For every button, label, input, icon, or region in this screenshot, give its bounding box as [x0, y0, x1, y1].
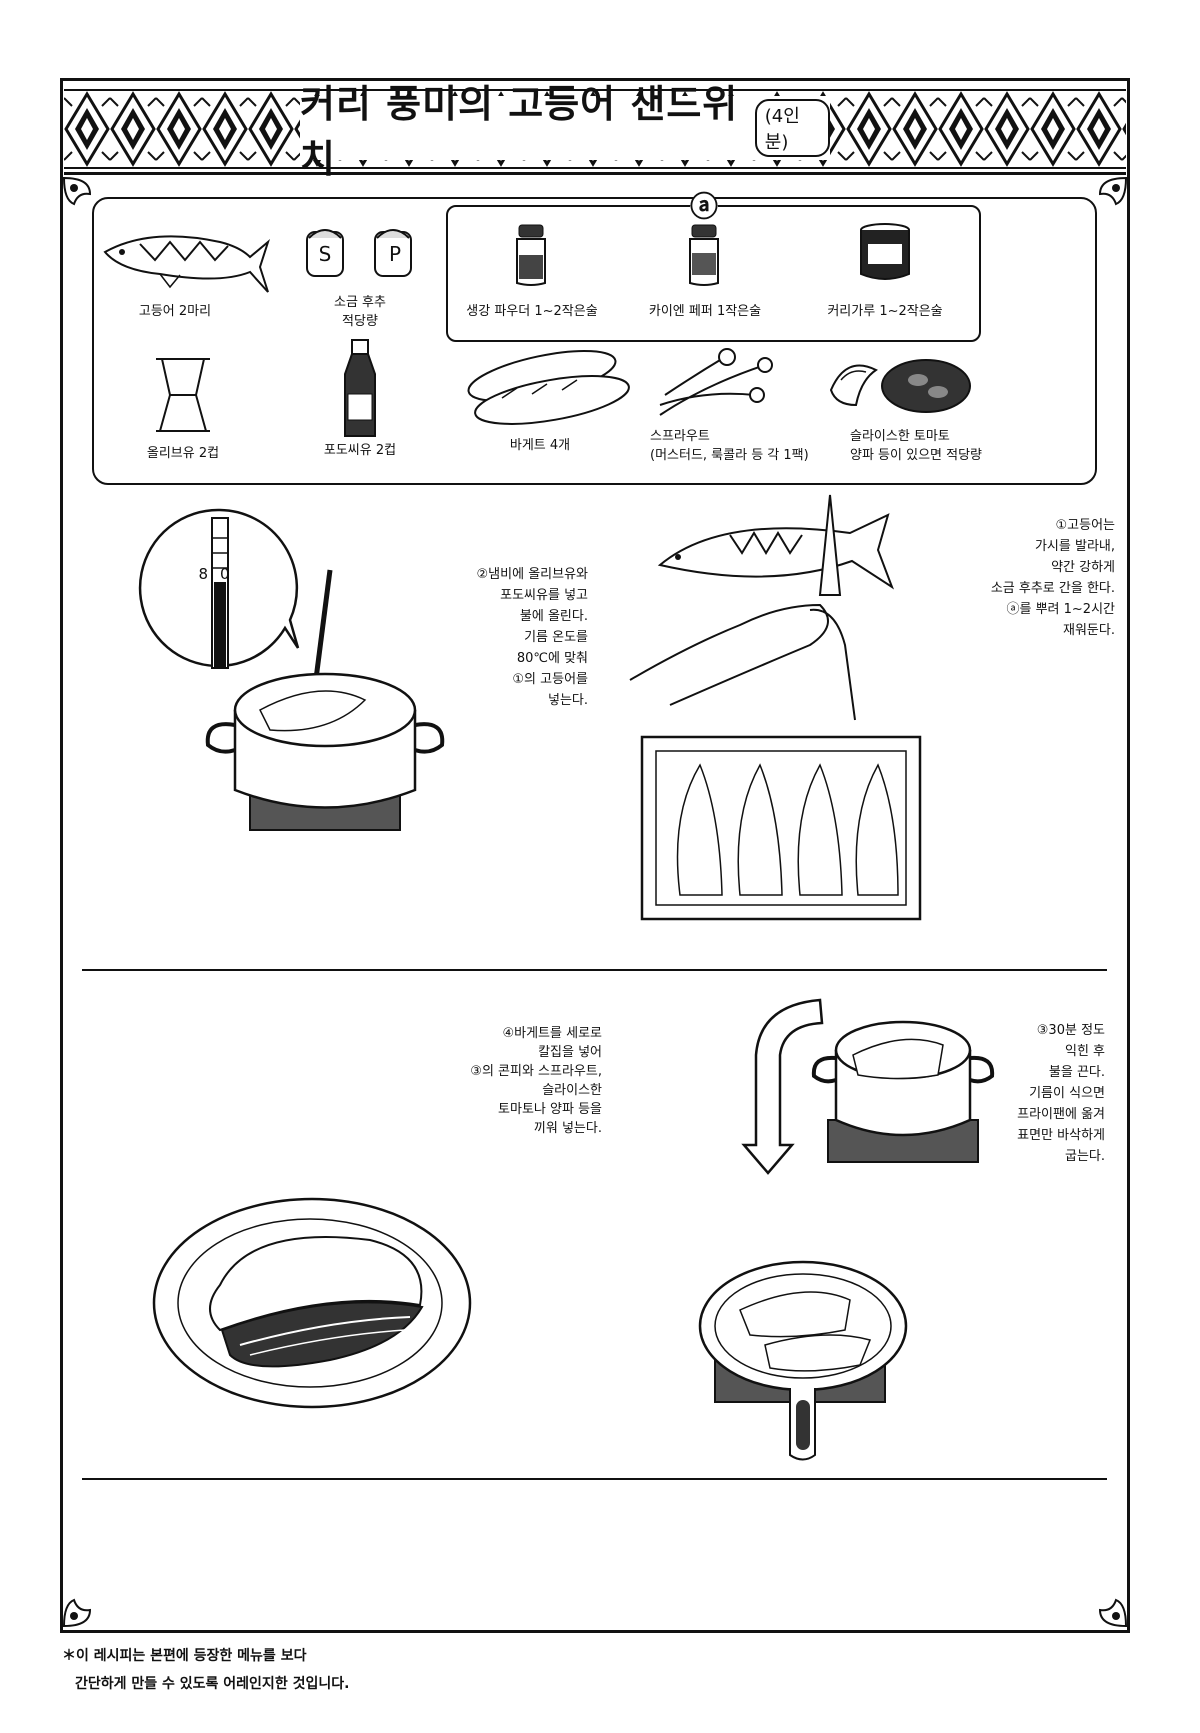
sandwich-on-plate-illustration: [152, 1197, 472, 1409]
step-4-line: ④바게트를 세로로: [502, 1026, 602, 1041]
step-2-instructions: ②냄비에 올리브유와 포도씨유를 넣고 불에 올린다. 기름 온도를 80℃에 …: [430, 564, 588, 711]
tomato-onion-label-line1: 슬라이스한 토마토: [850, 429, 950, 444]
step-3-line: 기름이 식으면: [1029, 1086, 1105, 1101]
step-4-line: 끼워 넣는다.: [533, 1121, 602, 1136]
step-4-line: 토마토나 양파 등을: [498, 1102, 602, 1117]
pepper-letter: P: [388, 242, 402, 266]
tomato-onion-illustration: [829, 359, 971, 413]
corner-ornament-top-right: [1098, 176, 1128, 206]
page-frame: [60, 78, 1130, 1633]
step-2-line: ②냄비에 올리브유와: [476, 567, 588, 582]
baguette-illustration: [467, 349, 630, 425]
tomato-onion-label-line2: 양파 등이 있으면 적당량: [850, 448, 982, 463]
group-a-mark: ⓐ: [690, 190, 719, 223]
thermometer-callout: [138, 508, 300, 669]
salt-letter: S: [318, 242, 332, 266]
step-1-line: 재워둔다.: [1063, 623, 1115, 638]
salt-pepper-shakers: [306, 229, 412, 277]
salt-pepper-label-line2: 적당량: [342, 314, 378, 329]
ginger-powder-label: 생강 파우더 1~2작은술: [466, 304, 598, 319]
step-3-instructions: ③30분 정도 익힌 후 불을 끈다. 기름이 식으면 프라이팬에 옮겨 표면만…: [990, 1020, 1105, 1167]
step-1-line: ①고등어는: [1055, 518, 1116, 533]
step-2-line: 80℃에 맞춰: [516, 651, 588, 666]
curved-arrow-down-icon: [741, 998, 824, 1175]
curry-powder-can: [860, 223, 910, 280]
recipe-title-block: 커리 풍미의 고등어 샌드위치 (4인분): [300, 82, 830, 181]
thermometer-reading: 80: [198, 565, 242, 583]
section-divider-1: [82, 969, 1107, 971]
step-1-instructions: ①고등어는 가시를 발라내, 약간 강하게 소금 후추로 간을 한다. ⓐ를 뿌…: [935, 515, 1115, 641]
step-4-line: 칼집을 넣어: [538, 1045, 602, 1060]
curry-powder-label: 커리가루 1~2작은술: [827, 304, 943, 319]
step-1-line: ⓐ를 뿌려 1~2시간: [1006, 602, 1116, 617]
pot-after-cooking-illustration: [811, 1020, 995, 1163]
step-2-line: 넣는다.: [547, 693, 588, 708]
sprouts-illustration: [659, 348, 773, 416]
step-2-line: 기름 온도를: [524, 630, 588, 645]
step-3-line: 프라이팬에 옮겨: [1017, 1107, 1105, 1122]
grapeseed-oil-bottle: [344, 339, 376, 437]
step-4-instructions: ④바게트를 세로로 칼집을 넣어 ③의 콘피와 스프라우트, 슬라이스한 토마토…: [420, 1024, 602, 1138]
corner-ornament-top-left: [62, 176, 92, 206]
sprouts-label-line2: (머스터드, 룩콜라 등 각 1팩): [650, 448, 809, 463]
step-3-line: 표면만 바삭하게: [1017, 1128, 1105, 1143]
grapeseed-oil-label: 포도씨유 2컵: [323, 443, 397, 458]
frying-pan-illustration: [698, 1260, 908, 1461]
step-3-line: 익힌 후: [1064, 1044, 1105, 1059]
corner-ornament-bottom-left: [62, 1598, 92, 1628]
sprouts-label-line1: 스프라우트: [650, 429, 710, 444]
step-3-line: 굽는다.: [1064, 1149, 1105, 1164]
step-1-line: 소금 후추로 간을 한다.: [990, 581, 1115, 596]
cayenne-pepper-label: 카이엔 페퍼 1작은술: [648, 304, 762, 319]
step-3-line: 불을 끈다.: [1048, 1065, 1105, 1080]
baguette-label: 바게트 4개: [509, 438, 571, 453]
filleting-mackerel-illustration: [629, 494, 895, 721]
step-1-line: 가시를 발라내,: [1034, 539, 1115, 554]
step-3-line: ③30분 정도: [1036, 1023, 1105, 1038]
step-4-line: 슬라이스한: [542, 1083, 602, 1098]
olive-oil-cup: [156, 358, 210, 432]
corner-ornament-bottom-right: [1098, 1598, 1128, 1628]
mackerel-illustration: [103, 235, 270, 293]
section-divider-2: [82, 1478, 1107, 1480]
mackerel-label: 고등어 2마리: [138, 304, 212, 319]
step-4-line: ③의 콘피와 스프라우트,: [470, 1064, 602, 1079]
servings-badge: (4인분): [754, 99, 830, 157]
step-2-line: 포도씨유를 넣고: [500, 588, 588, 603]
ingredients-panel: [92, 197, 1097, 485]
footnote-line-2: 간단하게 만들 수 있도록 어레인지한 것입니다.: [75, 1676, 350, 1692]
olive-oil-label: 올리브유 2컵: [146, 446, 220, 461]
step-2-line: ①의 고등어를: [512, 672, 588, 687]
step-2-line: 불에 올린다.: [519, 609, 588, 624]
pot-with-mackerel-illustration: [205, 569, 445, 831]
salt-pepper-label-line1: 소금 후추: [334, 295, 386, 310]
tray-with-fillets-illustration: [640, 735, 922, 921]
cayenne-pepper-bottle: [689, 224, 719, 286]
footnote-line-1: ＊이 레시피는 본편에 등장한 메뉴를 보다: [62, 1648, 307, 1664]
step-1-line: 약간 강하게: [1051, 560, 1115, 575]
ginger-powder-bottle: [516, 224, 546, 286]
recipe-title: 커리 풍미의 고등어 샌드위치: [300, 82, 739, 181]
